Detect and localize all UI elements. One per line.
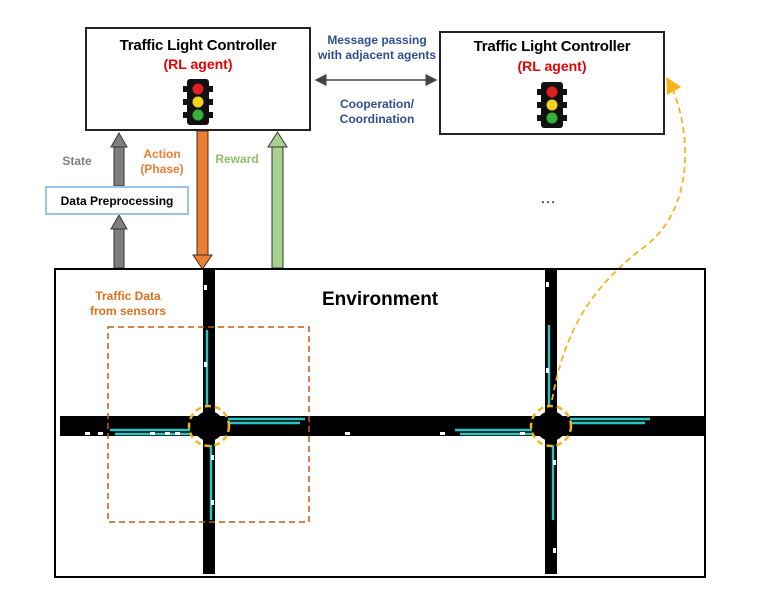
environment-box — [54, 268, 706, 578]
environment-title: Environment — [322, 289, 439, 310]
controller-box-right: Traffic Light Controller (RL agent) — [439, 31, 665, 135]
traffic-light-icon-right — [537, 82, 567, 128]
message-passing-label: Message passing with adjacent agents — [317, 33, 437, 62]
action-label: Action (Phase) — [140, 147, 184, 176]
controller-subtitle: (RL agent) — [517, 58, 587, 74]
state-arrow — [110, 131, 128, 187]
sensor-region-box — [107, 326, 310, 523]
data-preprocessing-box: Data Preprocessing — [45, 186, 189, 215]
controller-title: Traffic Light Controller — [473, 38, 631, 55]
observation-link-arrow — [551, 76, 686, 401]
cooperation-label: Cooperation/ Coordination — [339, 97, 415, 126]
controller-title: Traffic Light Controller — [119, 37, 277, 54]
action-arrow — [192, 130, 213, 270]
state-label: State — [62, 154, 92, 168]
detector-marks — [187, 404, 573, 448]
controller-subtitle: (RL agent) — [163, 56, 233, 72]
raw-data-arrow — [110, 213, 128, 269]
more-agents-ellipsis: … — [540, 190, 556, 207]
vehicles — [85, 282, 556, 553]
controller-box-left: Traffic Light Controller (RL agent) — [85, 27, 311, 131]
reward-arrow — [267, 131, 288, 269]
traffic-light-icon-left — [183, 79, 213, 125]
reward-label: Reward — [215, 152, 259, 166]
sensor-label: Traffic Data from sensors — [89, 289, 167, 318]
